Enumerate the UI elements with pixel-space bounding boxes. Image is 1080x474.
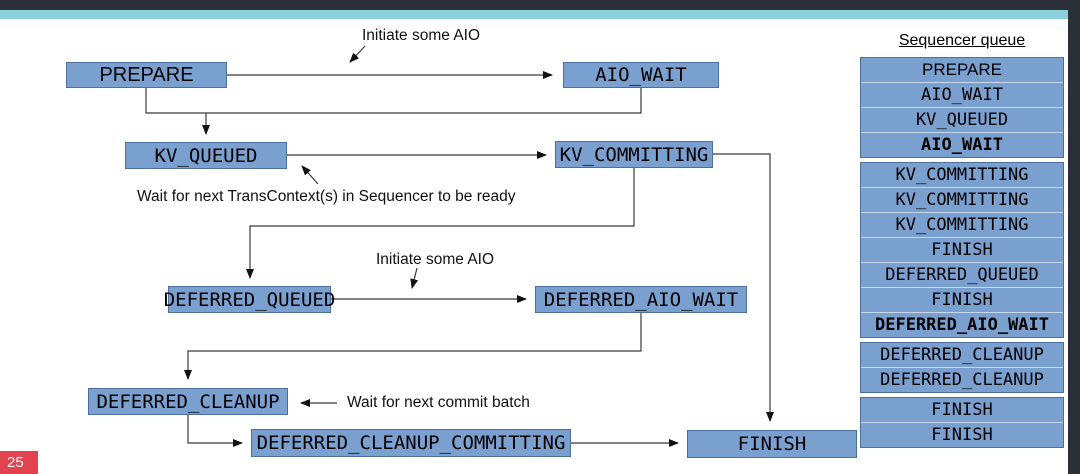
- queue-group-1: PREPARE AIO_WAIT KV_QUEUED AIO_WAIT: [860, 57, 1064, 158]
- page-number-badge: 25: [0, 451, 38, 474]
- queue-group-4: FINISH FINISH: [860, 397, 1064, 448]
- arrow-initiate-aio-top: [349, 45, 366, 63]
- sequencer-queue-panel: PREPARE AIO_WAIT KV_QUEUED AIO_WAIT KV_C…: [860, 57, 1064, 452]
- teal-accent-bar: [0, 10, 1068, 19]
- queue-row: KV_QUEUED: [861, 107, 1063, 132]
- node-deferred-cleanup-committing: DEFERRED_CLEANUP_COMMITTING: [251, 429, 571, 457]
- queue-row: FINISH: [861, 287, 1063, 312]
- node-deferred-queued: DEFERRED_QUEUED: [164, 286, 335, 313]
- arrow-wait-transcontext: [301, 165, 319, 185]
- annotation-initiate-aio-top: Initiate some AIO: [362, 27, 481, 44]
- node-kv-committing: KV_COMMITTING: [555, 141, 713, 168]
- edge-deferred-cleanup-to-cleanup-committing: [187, 415, 243, 447]
- queue-row: FINISH: [861, 422, 1063, 447]
- node-aio-wait: AIO_WAIT: [563, 62, 719, 88]
- node-finish: FINISH: [687, 430, 857, 458]
- queue-row: DEFERRED_AIO_WAIT: [861, 312, 1063, 337]
- edge-deferred-aio-wait-to-deferred-cleanup: [184, 313, 642, 380]
- arrow-initiate-aio-mid: [410, 267, 419, 289]
- annotation-wait-transcontext: Wait for next TransContext(s) in Sequenc…: [137, 188, 516, 205]
- node-kv-queued: KV_QUEUED: [125, 142, 287, 169]
- window-top-bar: [0, 0, 1080, 10]
- queue-row: KV_COMMITTING: [895, 165, 1029, 185]
- queue-group-3: DEFERRED_CLEANUP DEFERRED_CLEANUP: [860, 342, 1064, 393]
- right-edge-strip: [1068, 0, 1080, 474]
- queue-row: KV_COMMITTING: [861, 187, 1063, 212]
- node-deferred-aio-wait: DEFERRED_AIO_WAIT: [535, 286, 747, 313]
- queue-row: DEFERRED_CLEANUP: [861, 367, 1063, 392]
- queue-row: DEFERRED_CLEANUP: [880, 345, 1044, 365]
- annotation-wait-commit-batch: Wait for next commit batch: [347, 394, 530, 411]
- queue-row: DEFERRED_QUEUED: [861, 262, 1063, 287]
- node-prepare: PREPARE: [66, 62, 227, 88]
- queue-row: KV_COMMITTING: [861, 212, 1063, 237]
- queue-row: PREPARE: [922, 60, 1002, 79]
- queue-row: FINISH: [931, 400, 993, 420]
- annotation-initiate-aio-mid: Initiate some AIO: [376, 251, 495, 268]
- sequencer-queue-title: Sequencer queue: [898, 32, 1026, 49]
- node-deferred-cleanup: DEFERRED_CLEANUP: [88, 388, 288, 415]
- queue-row: AIO_WAIT: [861, 82, 1063, 107]
- edge-bus-prepare-aiowait: [145, 88, 642, 114]
- queue-row: FINISH: [861, 237, 1063, 262]
- queue-row: AIO_WAIT: [861, 132, 1063, 157]
- queue-group-2: KV_COMMITTING KV_COMMITTING KV_COMMITTIN…: [860, 162, 1064, 338]
